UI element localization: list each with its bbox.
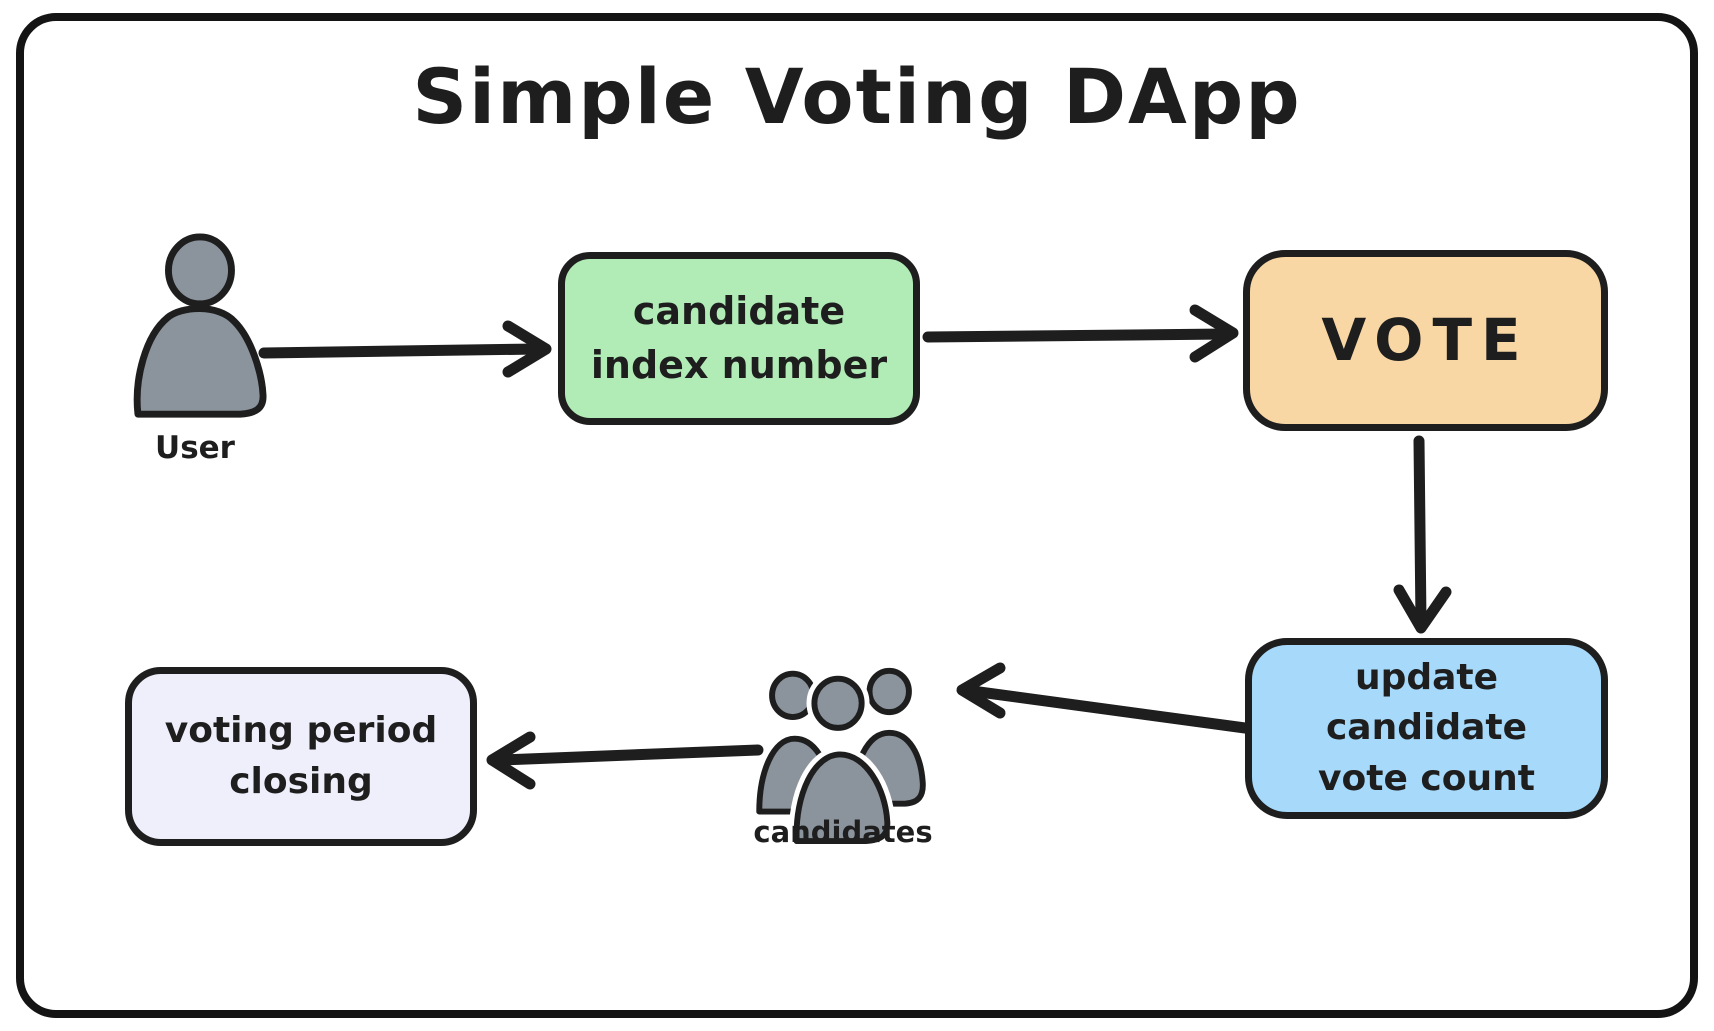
diagram-title: Simple Voting DApp (412, 52, 1302, 141)
arrow-update-count-to-candidates (956, 662, 1251, 734)
candidates-label: candidates (753, 815, 933, 849)
arrow-candidates-to-voting-period (486, 731, 764, 790)
update-count-line1: update candidate (1325, 656, 1528, 749)
people-group-icon (756, 667, 926, 848)
arrow-user-to-candidate-index (258, 320, 552, 378)
person-icon (133, 233, 267, 418)
update-count-line2: vote count (1318, 757, 1535, 799)
arrow-candidate-index-to-vote (922, 304, 1239, 363)
voting-period-line1: voting period (164, 710, 438, 752)
vote-label: VOTE (1321, 305, 1530, 374)
candidate-index-line2: index number (590, 342, 888, 387)
arrow-vote-to-update-count (1393, 435, 1452, 634)
user-label: User (155, 430, 235, 466)
candidate-index-line1: candidate (632, 289, 846, 334)
node-voting-period: voting period closing (125, 667, 477, 846)
node-vote: VOTE (1243, 250, 1608, 431)
voting-period-line2: closing (229, 760, 373, 802)
node-update-count: update candidate vote count (1245, 638, 1608, 819)
node-candidate-index: candidate index number (558, 252, 920, 425)
